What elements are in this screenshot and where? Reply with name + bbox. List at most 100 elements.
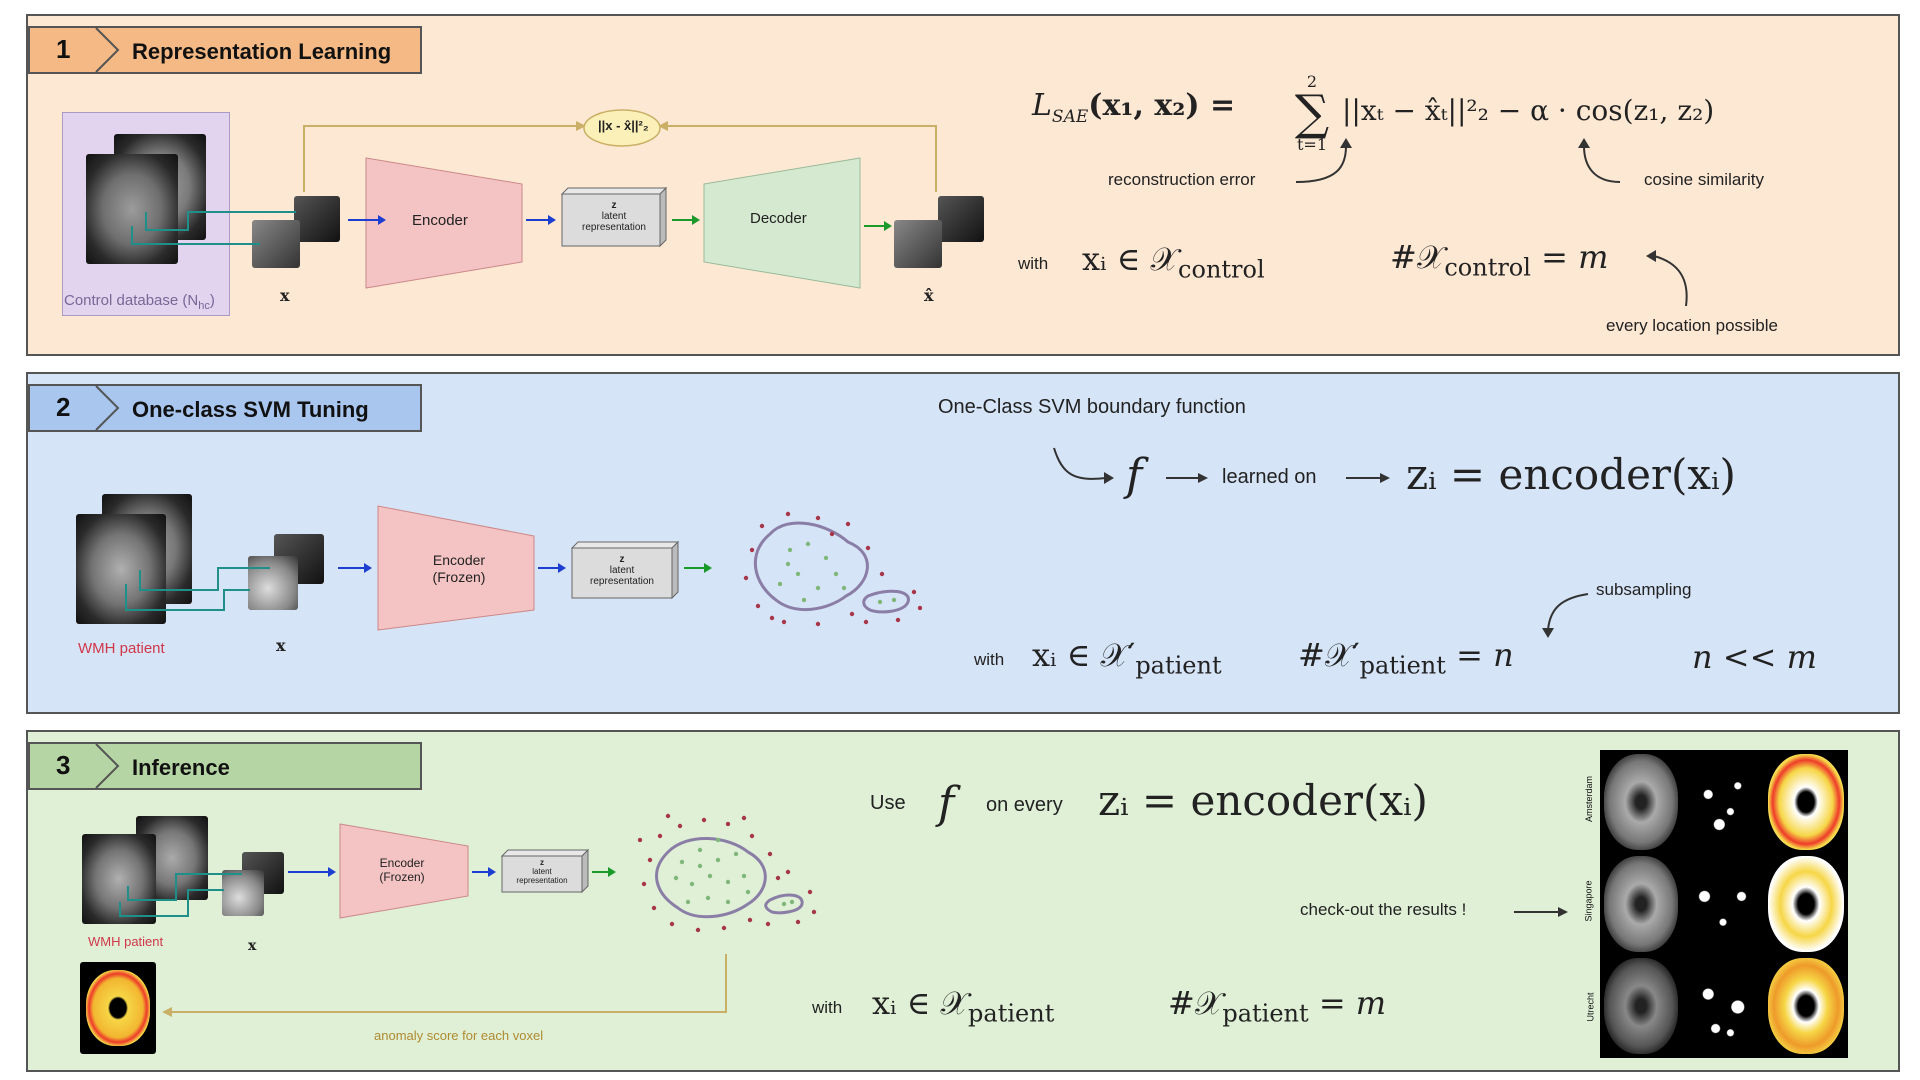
x-label: x: [276, 636, 286, 655]
svm-boundary: [655, 837, 767, 919]
svm-outlier-points: [637, 813, 817, 933]
x-label: x: [248, 938, 257, 954]
with-label: with: [812, 998, 843, 1017]
svm-inlier-points: [673, 837, 795, 907]
brain-image: [1604, 958, 1678, 1054]
loss-bubble-label: ||x - x̂||²₂: [598, 118, 649, 133]
sum-symbol: 2 ∑ t=1: [1294, 72, 1330, 154]
pointer-arrow: [1583, 145, 1621, 183]
patch-image: [248, 556, 298, 610]
svm-cluster: [637, 813, 817, 933]
teal-connector: [127, 873, 242, 901]
cardinality-expression: #𝒳patient = m: [1168, 984, 1387, 1028]
panel-representation-learning: 1 Representation Learning Control databa…: [26, 14, 1900, 356]
svm-boundary: [862, 589, 910, 614]
anomaly-map-image: [1768, 856, 1844, 952]
results-grid: Amsterdam Singapore Utrecht: [1584, 750, 1848, 1058]
subsampling-label: subsampling: [1596, 580, 1692, 599]
step-number: 3: [56, 750, 71, 780]
encoder-shape: [365, 157, 523, 289]
set-expression: xᵢ ∈ 𝒳control: [1082, 240, 1265, 284]
loss-bubble: [583, 109, 661, 147]
decoder-label: Decoder: [750, 210, 807, 227]
patient-label: WMH patient: [78, 640, 165, 657]
chevron-icon: [95, 743, 120, 789]
svm-title: One-Class SVM boundary function: [938, 396, 1246, 418]
panel1-diagram: [131, 109, 1688, 307]
loss-formula: LSAE(x₁, x₂) =: [1032, 88, 1236, 127]
latent-box: [560, 186, 668, 248]
n-vs-m-expression: n << m: [1692, 638, 1817, 676]
with-label: with: [1018, 254, 1049, 273]
site-label: Utrecht: [1585, 992, 1596, 1022]
encoder-label: Encoder(Frozen): [379, 856, 425, 884]
pointer-arrow: [1653, 255, 1688, 307]
use-label: Use: [870, 792, 906, 814]
pointer-arrow: [1295, 145, 1347, 183]
skip-connection: [668, 125, 937, 192]
pointer-arrow: [1053, 447, 1107, 480]
patch-image: [938, 196, 984, 242]
control-database-label: Control database (Nhc): [64, 292, 215, 312]
learned-on-label: learned on: [1222, 466, 1317, 488]
cardinality-expression: #𝒳control = m: [1390, 238, 1609, 282]
encoder-label: Encoder(Frozen): [432, 552, 486, 585]
f-symbol: f: [938, 778, 955, 829]
step-banner-3: 3 Inference: [28, 742, 422, 790]
encoder-shape: [339, 823, 469, 919]
reconstruction-error-label: reconstruction error: [1108, 170, 1256, 189]
anomaly-map-image: [80, 962, 156, 1054]
svm-inlier-points: [777, 541, 897, 605]
pointer-arrow: [1547, 593, 1589, 631]
decoder-shape: [703, 157, 861, 289]
teal-connector: [145, 211, 296, 231]
set-expression: xᵢ ∈ 𝒳patient: [872, 984, 1055, 1028]
svm-outlier-points: [743, 511, 923, 627]
every-location-label: every location possible: [1606, 316, 1778, 335]
chevron-icon: [95, 27, 120, 73]
teal-connector: [125, 584, 250, 611]
skip-connection: [303, 125, 576, 192]
x-label: x: [280, 286, 290, 305]
patient-label: WMH patient: [88, 934, 164, 949]
step-number: 2: [56, 392, 71, 422]
anomaly-map-image: [1768, 958, 1844, 1054]
step-banner-1: 1 Representation Learning: [28, 26, 422, 74]
panel-inference: 3 Inference WMH patient x: [26, 730, 1900, 1072]
teal-connector: [139, 567, 270, 591]
feedback-line: [172, 954, 727, 1013]
latent-box: [570, 540, 680, 600]
svm-cluster: [743, 511, 923, 627]
brain-image: [86, 154, 178, 264]
z-encoder-expression: zᵢ = encoder(xᵢ): [1098, 776, 1428, 825]
step-title: Representation Learning: [132, 39, 392, 64]
set-expression: xᵢ ∈ 𝒳′patient: [1032, 636, 1222, 680]
step-number: 1: [56, 34, 71, 64]
encoder-shape: [377, 505, 535, 631]
panel3-diagram: [119, 813, 1568, 1017]
step-title: Inference: [132, 755, 230, 780]
segmentation-image: [1686, 760, 1760, 846]
teal-connector: [119, 889, 224, 917]
on-every-label: on every: [986, 794, 1063, 816]
panel-one-class-svm: 2 One-class SVM Tuning WMH patient x: [26, 372, 1900, 714]
brain-image: [76, 514, 166, 624]
encoder-label: Encoder: [412, 212, 468, 229]
f-symbol: f: [1126, 450, 1143, 501]
svm-boundary: [764, 893, 804, 915]
panel2-diagram: [125, 447, 1589, 638]
site-label: Amsterdam: [1584, 775, 1595, 823]
segmentation-image: [1686, 964, 1760, 1050]
svm-boundary: [753, 521, 869, 612]
anomaly-score-label: anomaly score for each voxel: [374, 1028, 544, 1043]
cosine-similarity-label: cosine similarity: [1644, 170, 1764, 189]
with-label: with: [974, 650, 1005, 669]
brain-image: [1604, 754, 1678, 850]
anomaly-map-image: [1768, 754, 1844, 850]
segmentation-image: [1686, 862, 1760, 948]
cardinality-expression: #𝒳′patient = n: [1298, 636, 1514, 680]
patch-image: [894, 220, 942, 268]
